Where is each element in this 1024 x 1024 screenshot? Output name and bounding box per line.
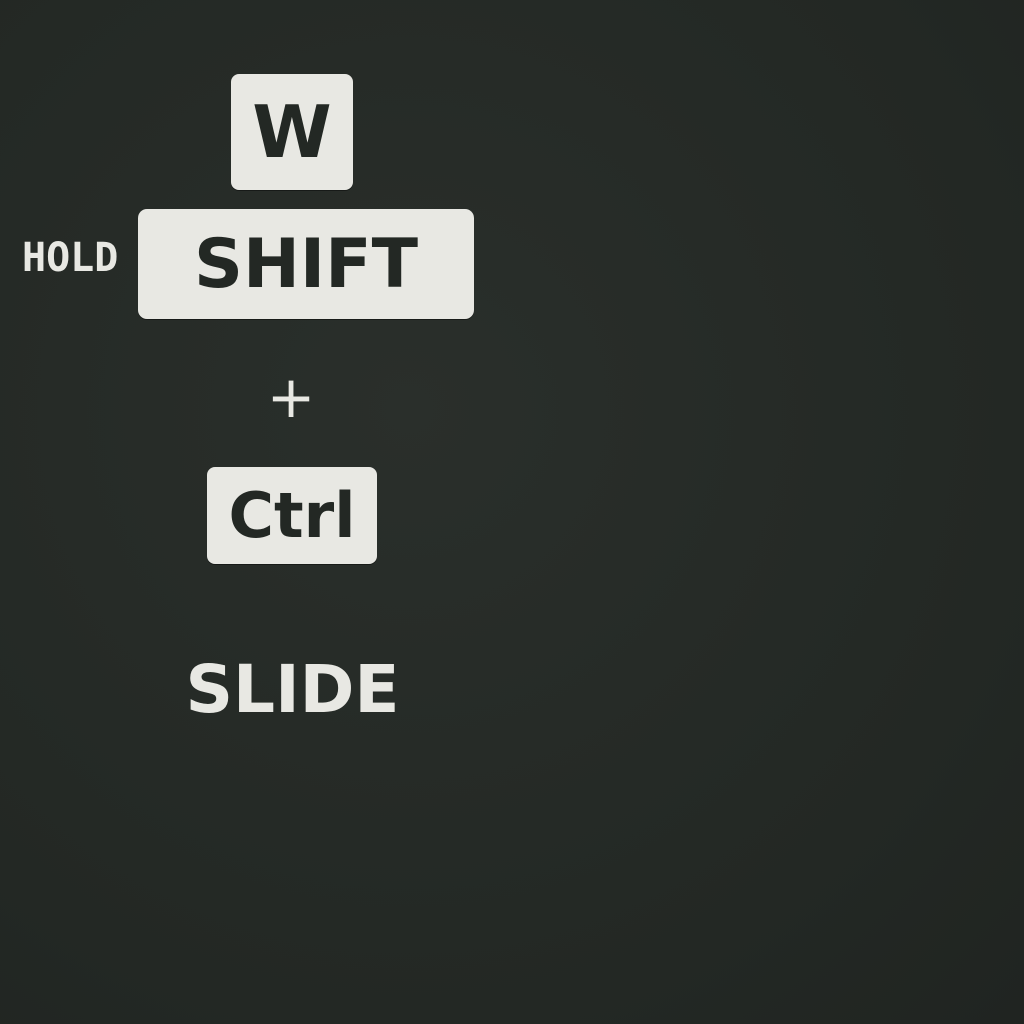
key-ctrl: Ctrl [207, 467, 377, 564]
key-shift: SHIFT [138, 209, 474, 319]
key-ctrl-label: Ctrl [228, 479, 356, 552]
key-w-label: W [252, 90, 332, 174]
key-w: W [231, 74, 353, 190]
hold-label: HOLD [22, 235, 119, 281]
key-shift-label: SHIFT [193, 224, 419, 304]
plus-sign: + [266, 363, 316, 431]
action-label-slide: SLIDE [185, 651, 400, 728]
